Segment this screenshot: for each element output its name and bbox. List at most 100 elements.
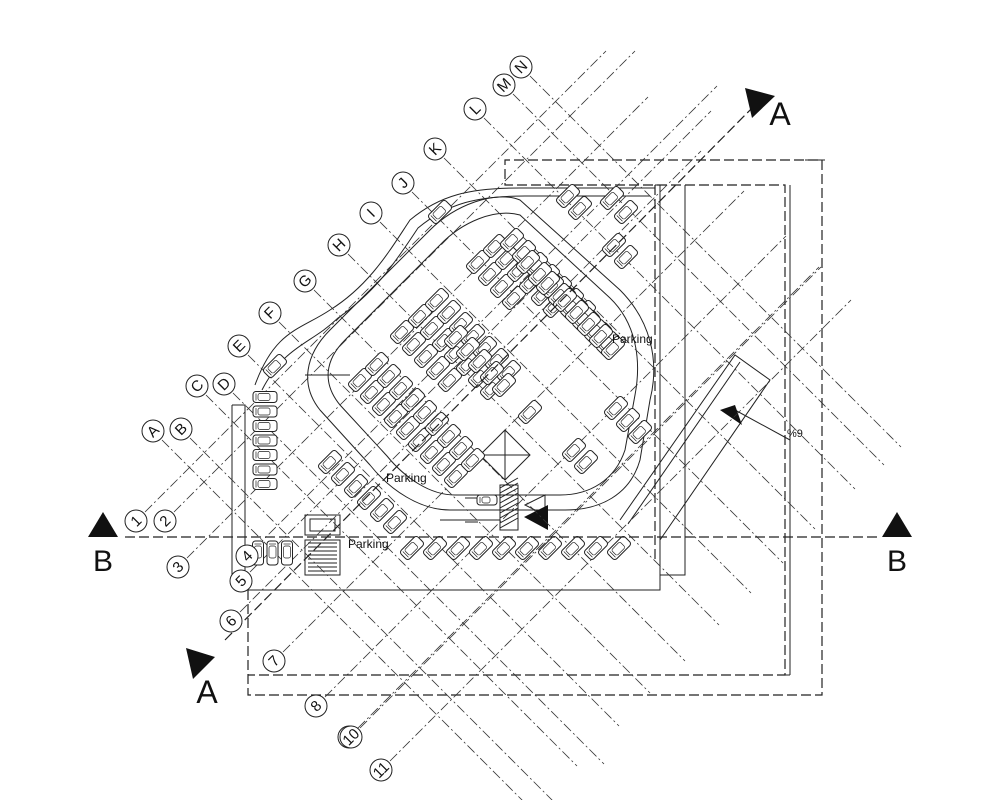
car-stall xyxy=(401,388,425,412)
grid-bubble-e: E xyxy=(227,334,251,358)
grid-line-n xyxy=(529,75,902,448)
car-stall xyxy=(413,400,437,424)
car-stall xyxy=(252,420,278,432)
grid-bubble-a: A xyxy=(141,419,165,443)
grid-bubble-2: 2 xyxy=(153,509,177,533)
car-stall xyxy=(396,416,420,440)
car-stall xyxy=(577,312,601,336)
section-b-right-label: B xyxy=(887,545,907,578)
parking-label-main: Parking xyxy=(612,332,653,346)
grid-bubble-l: L xyxy=(463,97,487,121)
car-stall xyxy=(601,336,625,360)
car-stall xyxy=(423,536,447,560)
grid-line-g xyxy=(313,289,686,662)
grid-line-h xyxy=(347,253,720,626)
grid-bubble-6: 6 xyxy=(219,609,243,633)
grid-line-4 xyxy=(255,85,718,548)
car-stall xyxy=(589,324,613,348)
section-line-a: A A xyxy=(186,88,791,710)
car-stall xyxy=(538,536,562,560)
section-b-right-marker-icon xyxy=(882,512,912,537)
car-stall xyxy=(266,540,279,566)
grid-line-i xyxy=(379,221,752,594)
car-stall xyxy=(344,474,368,498)
grid-line-k xyxy=(443,157,816,530)
car-stall xyxy=(357,486,381,510)
car-stall xyxy=(456,337,480,361)
car-stall xyxy=(281,540,293,566)
car-stall xyxy=(500,228,524,252)
grid-line-e xyxy=(247,354,620,727)
grid-line-m xyxy=(512,93,885,466)
car-stall xyxy=(614,200,638,224)
grid-bubble-k: K xyxy=(423,137,447,161)
entry-arrow-icon xyxy=(524,505,548,530)
car-stall xyxy=(628,420,652,444)
grid-bubble-1: 1 xyxy=(124,509,148,533)
grid-line-10 xyxy=(359,266,822,729)
car-stall xyxy=(263,354,287,378)
car-stall xyxy=(600,186,624,210)
grid-bubble-8: 8 xyxy=(304,694,328,718)
grid-bubble-3: 3 xyxy=(166,555,190,579)
grid-bubble-g: G xyxy=(293,269,317,293)
grid-bubble-5: 5 xyxy=(229,569,253,593)
car-stall xyxy=(252,478,278,490)
car-stall xyxy=(383,510,407,534)
car-stall xyxy=(331,462,355,486)
car-stall xyxy=(518,400,542,424)
car-stall xyxy=(425,288,449,312)
section-a-bottom-label: A xyxy=(196,674,218,710)
car-stall xyxy=(516,250,540,274)
grid-bubbles: ABCDEFGHIJKLMN1234567891011 xyxy=(124,55,533,782)
car-stall xyxy=(584,536,608,560)
car-stall xyxy=(468,349,492,373)
car-stall xyxy=(252,391,278,403)
car-stall xyxy=(425,412,449,436)
car-stall xyxy=(372,392,396,416)
grid-bubble-7: 7 xyxy=(262,649,286,673)
car-stall xyxy=(469,536,493,560)
car-stall xyxy=(390,320,414,344)
car-stall xyxy=(476,494,498,506)
car-stall xyxy=(400,536,424,560)
car-stall xyxy=(607,536,631,560)
car-stall xyxy=(556,184,580,208)
car-stall xyxy=(446,536,470,560)
grid-bubble-h: H xyxy=(327,233,351,257)
car-stall xyxy=(318,450,342,474)
section-b-left-label: B xyxy=(93,545,113,578)
section-b-left-marker-icon xyxy=(88,512,118,537)
grid-line-7 xyxy=(282,190,745,653)
section-a-top-label: A xyxy=(769,96,791,132)
car-stall xyxy=(568,196,592,220)
car-stall xyxy=(562,438,586,462)
car-stall xyxy=(536,271,560,295)
car-stall xyxy=(574,450,598,474)
grid-line-f xyxy=(278,321,651,694)
car-stall xyxy=(604,396,628,420)
section-a-top-marker-icon xyxy=(745,88,775,118)
car-stall xyxy=(495,246,519,270)
parking-label-lower: Parking xyxy=(386,471,427,485)
grid-lines xyxy=(144,50,902,800)
car-stall xyxy=(483,234,507,258)
car-stall xyxy=(515,536,539,560)
drive-loop xyxy=(305,196,655,521)
grid-bubble-n: N xyxy=(509,55,533,79)
car-stall xyxy=(565,300,589,324)
site-boundary xyxy=(247,159,825,696)
car-stall xyxy=(252,449,278,461)
grid-line-11 xyxy=(389,299,852,762)
car-stall xyxy=(461,448,485,472)
car-stall xyxy=(252,434,278,447)
ramp-arrow-icon xyxy=(720,405,742,425)
grid-bubble-4: 4 xyxy=(235,544,259,568)
grid-bubble-i: I xyxy=(359,201,383,225)
grid-line-b xyxy=(189,437,553,800)
car-stall xyxy=(444,325,468,349)
car-stall xyxy=(252,463,278,476)
parking-stalls xyxy=(252,184,652,566)
car-stall xyxy=(437,300,461,324)
